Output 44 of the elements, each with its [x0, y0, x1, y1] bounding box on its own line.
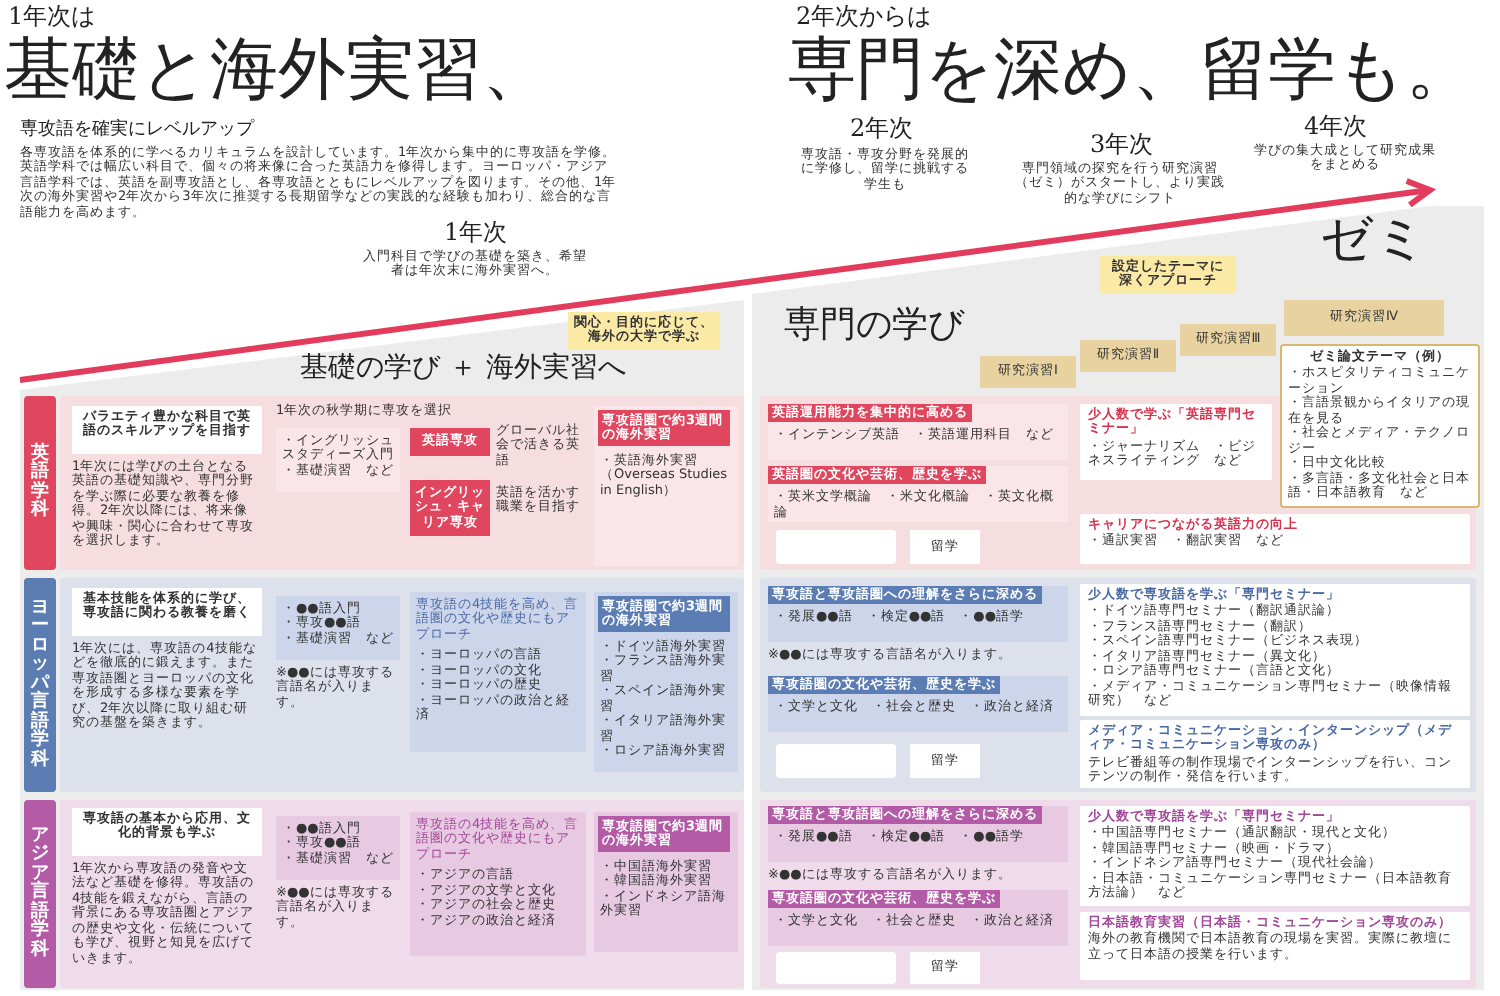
year-heading: 1年次は [8, 4, 98, 32]
main-heading: 専門を深め、留学も。 [788, 32, 1476, 111]
section-heading: 専攻語を確実にレベルアップ [20, 120, 257, 141]
department-name: ヨーロッパ言語学科 [30, 600, 50, 770]
course-strip [768, 404, 1068, 460]
course-strip [768, 676, 1068, 732]
row-background [760, 800, 1476, 988]
empty-box [776, 744, 896, 778]
seminar-panel [1080, 514, 1470, 564]
row-background [60, 800, 744, 988]
course-strip [768, 890, 1068, 946]
department-name: 英語学科 [30, 445, 50, 521]
seminar-panel [1080, 720, 1470, 788]
arrow [19, 178, 1437, 383]
year-label: 1年次 [444, 220, 510, 248]
row-background [760, 578, 1476, 792]
year-label: 3年次 [1090, 132, 1156, 160]
overseas-box [594, 812, 738, 952]
seminar-heading: ゼミ [1320, 212, 1430, 272]
theme-box [1280, 344, 1480, 508]
row-background [60, 578, 744, 792]
main-heading: 基礎と海外実習、 [4, 32, 552, 111]
department-tab [24, 578, 56, 792]
seminar-panel [1080, 404, 1272, 480]
department-name: アジア言語学科 [30, 827, 50, 961]
seminar-panel [1080, 912, 1470, 980]
overseas-box [594, 406, 738, 566]
empty-box [776, 530, 896, 564]
course-strip [768, 466, 1068, 522]
year-label: 4年次 [1304, 114, 1370, 142]
band-background [20, 300, 744, 990]
overseas-box [594, 592, 738, 772]
empty-box [776, 952, 896, 984]
department-tab [24, 800, 56, 988]
course-strip [768, 586, 1068, 642]
department-tab [24, 396, 56, 570]
seminar-panel [1080, 806, 1470, 906]
row-background [60, 396, 744, 570]
course-strip [768, 806, 1068, 862]
seminar-panel [1080, 584, 1470, 716]
band-heading: 専門の学び [784, 306, 964, 348]
year-heading: 2年次からは [796, 4, 934, 32]
year-label: 2年次 [850, 116, 916, 144]
band-heading: 基礎の学び ＋ 海外実習へ [300, 352, 626, 385]
